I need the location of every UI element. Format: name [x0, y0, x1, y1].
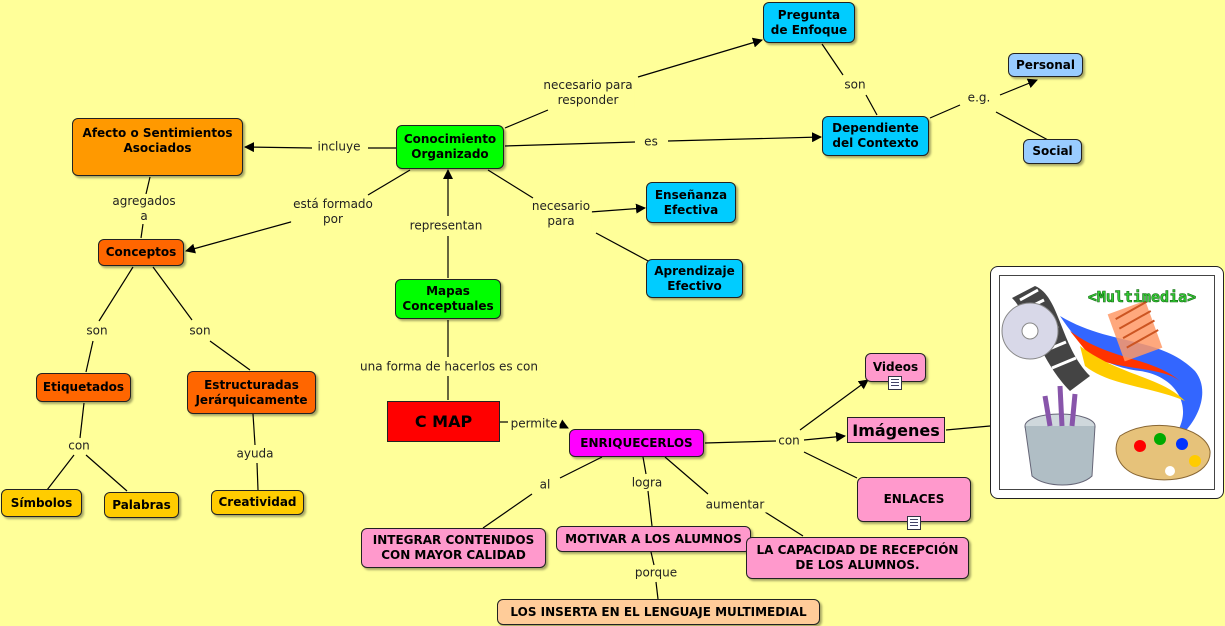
node-dependiente-del-contexto[interactable]: Dependiente del Contexto [822, 116, 929, 156]
node-conceptos[interactable]: Conceptos [98, 239, 184, 266]
link-label-aumentar: aumentar [703, 497, 767, 513]
link-label-con: con [776, 433, 802, 449]
node-ensenanza-efectiva[interactable]: Enseñanza Efectiva [646, 182, 736, 223]
link-label-necesario-para-responder: necesario para responder [541, 78, 635, 108]
document-icon[interactable] [907, 516, 921, 530]
node-enlaces[interactable]: ENLACES [857, 477, 971, 522]
link-label-agregados-a: agregados a [110, 194, 178, 224]
link-label-son: son [842, 77, 868, 93]
node-palabras[interactable]: Palabras [104, 492, 179, 518]
link-label-permite: permite [508, 416, 560, 432]
link-label-una-forma: una forma de hacerlos es con [358, 359, 540, 375]
link-label-porque: porque [632, 565, 680, 581]
link-label-incluye: incluye [315, 139, 363, 155]
link-label-eg: e.g. [965, 90, 993, 106]
node-c-map[interactable]: C MAP [387, 401, 500, 442]
node-lenguaje-multimedial[interactable]: LOS INSERTA EN EL LENGUAJE MULTIMEDIAL [497, 599, 820, 625]
link-label-al: al [537, 477, 553, 493]
node-simbolos[interactable]: Símbolos [1, 489, 82, 517]
node-integrar-contenidos[interactable]: INTEGRAR CONTENIDOS CON MAYOR CALIDAD [361, 528, 546, 568]
node-imagenes[interactable]: Imágenes [847, 417, 945, 443]
node-capacidad-recepcion[interactable]: LA CAPACIDAD DE RECEPCIÓN DE LOS ALUMNOS… [746, 537, 969, 579]
multimedia-image[interactable]: <Multimedia> [990, 266, 1224, 499]
link-label-son: son [187, 323, 213, 339]
multimedia-illustration: <Multimedia> [1000, 276, 1214, 489]
link-label-esta-formado-por: está formado por [291, 197, 375, 227]
node-afecto[interactable]: Afecto o Sentimientos Asociados [72, 118, 243, 176]
node-mapas-conceptuales[interactable]: Mapas Conceptuales [395, 279, 501, 319]
link-label-es: es [642, 134, 660, 150]
link-label-ayuda: ayuda [234, 446, 276, 462]
node-pregunta-de-enfoque[interactable]: Pregunta de Enfoque [763, 2, 855, 43]
node-personal[interactable]: Personal [1008, 53, 1083, 77]
node-estructuradas[interactable]: Estructuradas Jerárquicamente [187, 371, 316, 414]
link-label-representan: representan [407, 218, 485, 234]
node-enriquecerlos[interactable]: ENRIQUECERLOS [569, 429, 704, 457]
multimedia-caption: <Multimedia> [1088, 288, 1196, 306]
node-motivar-alumnos[interactable]: MOTIVAR A LOS ALUMNOS [556, 526, 751, 552]
link-label-son: son [84, 323, 110, 339]
node-social[interactable]: Social [1023, 139, 1082, 164]
document-icon[interactable] [888, 376, 902, 390]
node-creatividad[interactable]: Creatividad [211, 490, 304, 515]
link-label-necesario-para: necesario para [529, 199, 593, 229]
node-aprendizaje-efectivo[interactable]: Aprendizaje Efectivo [646, 259, 743, 298]
node-conocimiento-organizado[interactable]: Conocimiento Organizado [396, 125, 504, 169]
link-label-con: con [66, 438, 92, 454]
node-etiquetados[interactable]: Etiquetados [36, 373, 131, 402]
link-label-logra: logra [629, 475, 665, 491]
